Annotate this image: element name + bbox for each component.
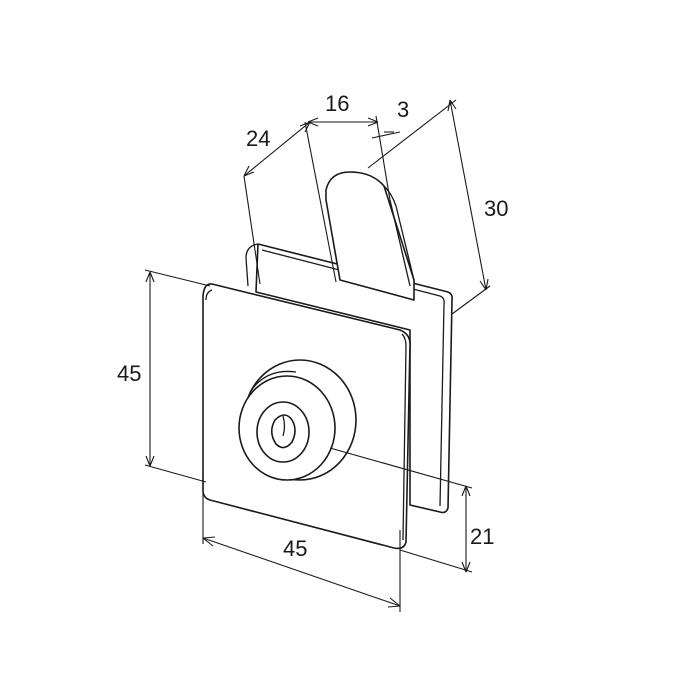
dimension-hole-offset <box>329 447 473 573</box>
screw-boss <box>238 359 357 481</box>
dimension-tab-width <box>307 115 391 201</box>
rear-plate <box>245 243 453 514</box>
label-plate-gap: 24 <box>246 126 270 151</box>
label-front-plate-width: 45 <box>283 536 307 561</box>
label-front-plate-height: 45 <box>117 361 141 386</box>
dimension-front-plate-height <box>144 269 211 483</box>
upright-tab <box>325 171 415 301</box>
label-tab-thickness: 3 <box>397 97 409 122</box>
dimension-plate-gap <box>243 121 337 285</box>
label-tab-width: 16 <box>325 91 349 116</box>
label-tab-length: 30 <box>484 196 508 221</box>
dimension-front-plate-width <box>202 486 401 612</box>
label-hole-offset: 21 <box>470 524 494 549</box>
dimension-tab-length <box>367 99 491 315</box>
dimension-tab-thickness <box>371 131 401 139</box>
